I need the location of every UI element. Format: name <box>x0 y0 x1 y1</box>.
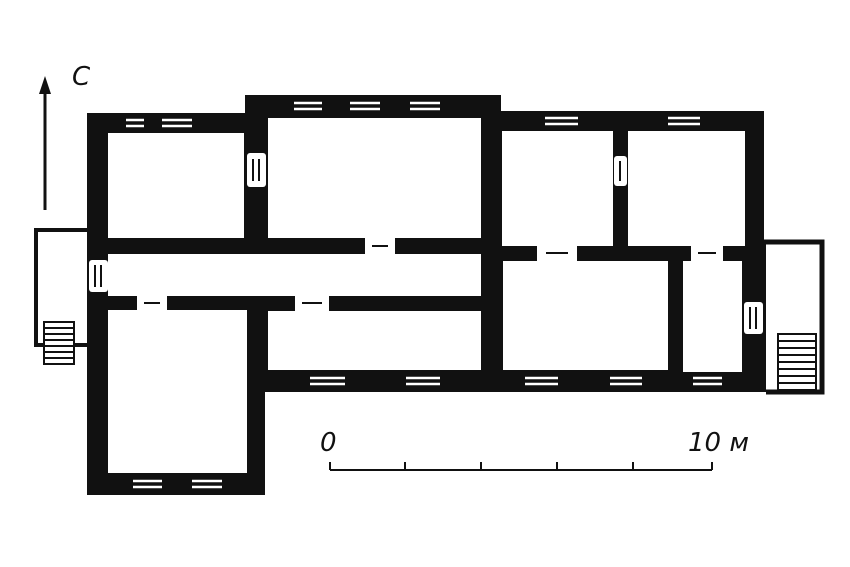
doorways-vertical <box>89 153 763 334</box>
north-arrow-icon <box>39 76 51 210</box>
east-porch <box>764 239 825 395</box>
scale-zero-label: 0 <box>320 428 337 458</box>
scale-max-label: 10 м <box>688 428 749 458</box>
doorways-horizontal <box>135 238 725 311</box>
building-walls <box>87 95 766 495</box>
north-label: С <box>72 62 91 92</box>
scale-bar <box>329 462 713 471</box>
windows-horizontal <box>126 101 722 489</box>
west-porch <box>34 228 89 365</box>
